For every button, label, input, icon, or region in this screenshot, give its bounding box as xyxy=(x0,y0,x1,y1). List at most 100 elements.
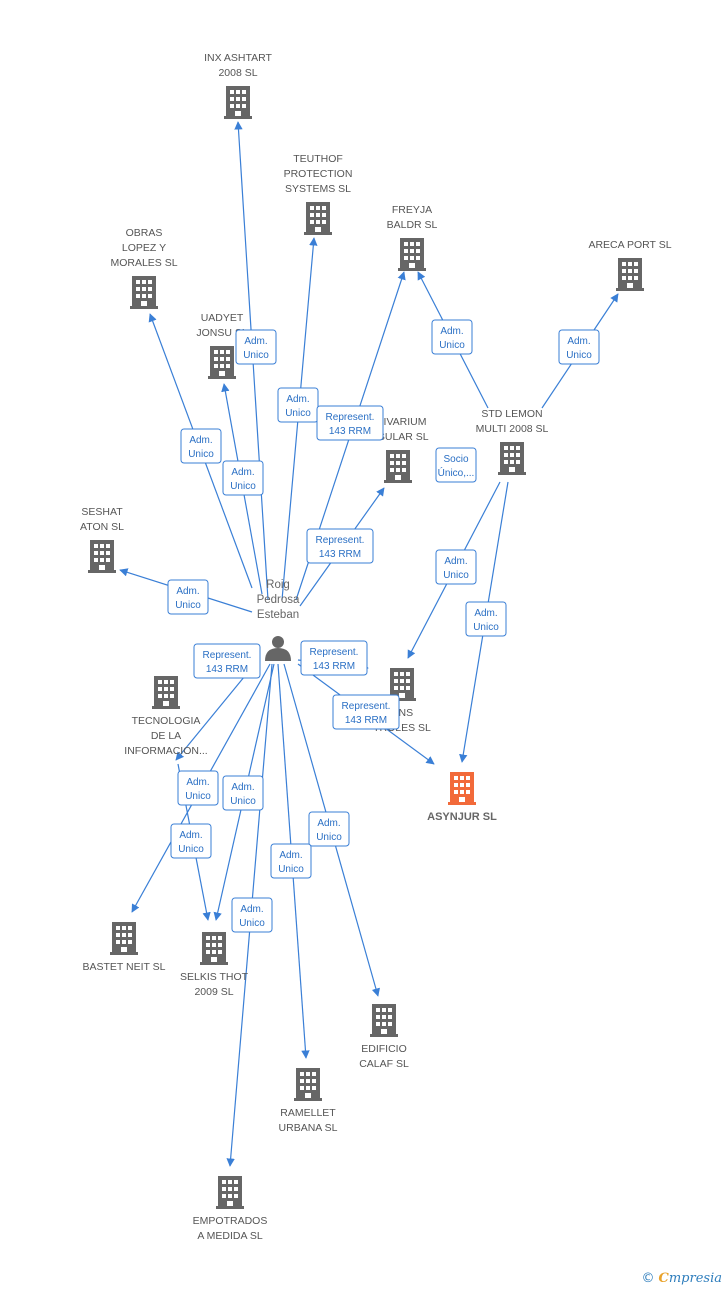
edge-label-text: Unico xyxy=(188,449,214,460)
edge-label-text: 143 RRM xyxy=(345,715,387,726)
company-label-line: INFORMACION... xyxy=(124,745,207,757)
edge-label-text: Unico xyxy=(285,408,311,419)
building-icon xyxy=(294,1068,322,1101)
edge-label-stdlemon-freyja[interactable]: Adm. Unico xyxy=(431,319,473,355)
edge-label-person-teuthof[interactable]: Adm. Unico xyxy=(277,387,319,423)
edge-label-person-inx[interactable]: Adm.Unico xyxy=(235,329,277,365)
building-icon xyxy=(448,772,476,805)
edge-label-text: Represent. xyxy=(310,647,359,658)
edge-label-text: Adm. xyxy=(231,467,254,478)
building-icon xyxy=(130,276,158,309)
edge-label-text: Adm. xyxy=(440,326,463,337)
edge-label-text: Unico xyxy=(443,570,469,581)
edge-label-stdlemon-asynjur[interactable]: Adm.Unico xyxy=(465,601,507,637)
edge-label-text: Adm. xyxy=(567,336,590,347)
edge-label-text: 143 RRM xyxy=(329,426,371,437)
edge-label-text: Adm. xyxy=(186,777,209,788)
building-icon xyxy=(616,258,644,291)
edge-label-stdlemon-uns[interactable]: Adm.Unico xyxy=(435,549,477,585)
company-node-asynjur[interactable]: ASYNJUR SL xyxy=(427,772,497,823)
edge-label-person-asynjur[interactable]: Represent. 143 RRM xyxy=(332,694,400,730)
edge-label-stdlemon-areca[interactable]: Adm. Unico xyxy=(558,329,600,365)
building-icon xyxy=(88,540,116,573)
edge-label-person-obras[interactable]: Adm.Unico xyxy=(180,428,222,464)
edge-label-text: Unico xyxy=(230,481,256,492)
building-icon xyxy=(224,86,252,119)
company-label-line: TEUTHOF xyxy=(293,153,343,165)
edge-label-text: Unico xyxy=(566,350,592,361)
edge-label-text: Adm. xyxy=(240,904,263,915)
edge-label-text: Unico xyxy=(278,864,304,875)
company-label-line: SYSTEMS SL xyxy=(285,183,351,195)
company-label-line: BASTET NEIT SL xyxy=(82,961,165,973)
brand-initial: C xyxy=(658,1271,669,1286)
edge-label-person-bastet[interactable]: Adm.Unico xyxy=(170,823,212,859)
edge-label-stdlemon-stdlemon[interactable]: SocioÚnico,... xyxy=(435,447,477,483)
company-label-line: PROTECTION xyxy=(284,168,353,180)
edge-label-text: 143 RRM xyxy=(319,549,361,560)
edge-label-box xyxy=(316,405,384,441)
company-label-line: JONSU SL xyxy=(196,327,248,339)
edge-label-person-freyja[interactable]: Represent. 143 RRM xyxy=(316,405,384,441)
edge-label-box xyxy=(170,823,212,859)
company-label-line: EMPOTRADOS xyxy=(193,1215,268,1227)
edge-label-text: Adm. xyxy=(474,608,497,619)
edge-label-tecnologia-selkis[interactable]: Adm.Unico xyxy=(177,770,219,806)
company-label-line: SELKIS THOT xyxy=(180,971,249,983)
company-label-line: BALDR SL xyxy=(387,219,438,231)
edge-label-text: Represent. xyxy=(342,701,391,712)
company-label-line: MORALES SL xyxy=(110,257,177,269)
edge-label-box xyxy=(177,770,219,806)
edge-label-text: Represent. xyxy=(326,412,375,423)
edge-label-box xyxy=(435,549,477,585)
edge-label-text: Unico xyxy=(239,918,265,929)
edge-label-box xyxy=(431,319,473,355)
edge-label-person-tecnologia[interactable]: Represent.143 RRM xyxy=(193,643,261,679)
edge-label-box xyxy=(193,643,261,679)
edge-label-box xyxy=(231,897,273,933)
company-label-line: INX ASHTART xyxy=(204,52,272,64)
building-icon xyxy=(200,932,228,965)
edge-label-person-empotrados[interactable]: Adm. Unico xyxy=(231,897,273,933)
edges-layer xyxy=(119,121,619,1167)
edge-label-box xyxy=(167,579,209,615)
brand-watermark: ©Cmpresia xyxy=(642,1271,723,1286)
edge-label-text: 143 RRM xyxy=(206,664,248,675)
edge-label-person-ramellet[interactable]: Adm.Unico xyxy=(270,843,312,879)
edge-label-person-selkis[interactable]: Adm.Unico xyxy=(222,775,264,811)
edge-label-person-olivarium[interactable]: Represent.143 RRM xyxy=(306,528,374,564)
edge-label-box xyxy=(180,428,222,464)
person-label-line: Pedrosa xyxy=(257,594,300,606)
edge-label-box xyxy=(222,460,264,496)
person-label-line: Esteban xyxy=(257,609,299,621)
company-node-bastet[interactable]: BASTET NEIT SL xyxy=(82,922,166,973)
edge-label-text: Unico xyxy=(178,844,204,855)
edge-label-person-uadyet[interactable]: Adm. Unico xyxy=(222,460,264,496)
company-node-areca[interactable]: ARECA PORT SL xyxy=(588,239,672,291)
company-label-line: STD LEMON xyxy=(481,408,542,420)
company-label-line: OLIVARIUM xyxy=(370,416,427,428)
company-node-teuthof[interactable]: TEUTHOF PROTECTION SYSTEMS SL xyxy=(284,153,353,235)
company-label-line: DE LA xyxy=(151,730,181,742)
building-icon xyxy=(152,676,180,709)
company-label-line: LOPEZ Y xyxy=(122,242,166,254)
edge-label-text: Adm. xyxy=(286,394,309,405)
edge-label-person-uns[interactable]: Represent.143 RRM xyxy=(300,640,368,676)
edge-label-box xyxy=(306,528,374,564)
edge-label-person-seshat[interactable]: Adm.Unico xyxy=(167,579,209,615)
edge-label-person-edificio[interactable]: Adm.Unico xyxy=(308,811,350,847)
edge-label-text: Unico xyxy=(439,340,465,351)
